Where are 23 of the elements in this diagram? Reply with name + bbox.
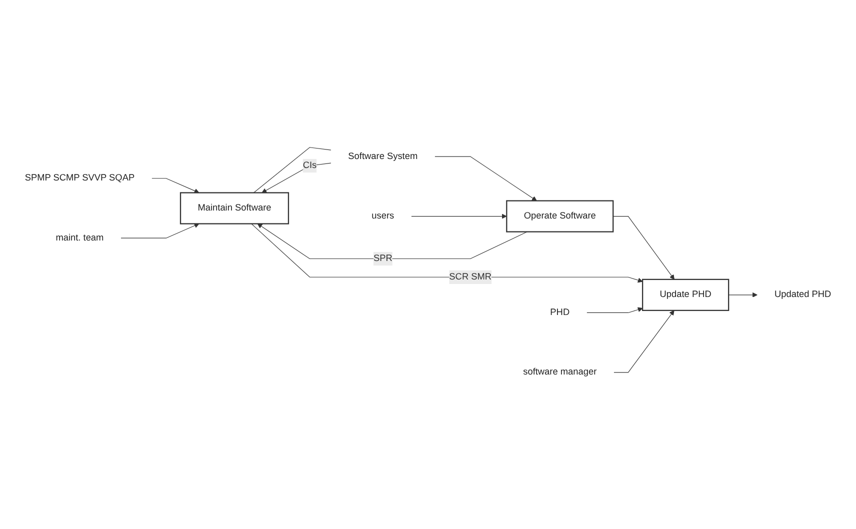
arrow — [612, 216, 674, 280]
edge-label: SPR — [373, 254, 392, 264]
node-text: PHD — [550, 308, 570, 318]
node-text: SPMP SCMP SVVP SQAP — [24, 173, 135, 183]
node-box: Operate Software — [506, 200, 614, 232]
edge-label: SCR SMR — [449, 272, 492, 282]
arrow — [614, 310, 674, 373]
node-text: users — [372, 211, 394, 221]
node-text: Software System — [348, 151, 418, 162]
node-text: maint. team — [56, 232, 104, 243]
arrow — [152, 178, 200, 194]
node-box: Maintain Software — [180, 192, 290, 224]
arrow — [411, 214, 507, 219]
node-text: Updated PHD — [774, 290, 832, 300]
node-box: Update PHD — [642, 278, 730, 311]
arrow — [434, 156, 537, 201]
arrow — [251, 223, 643, 283]
arrow — [257, 224, 528, 260]
node-text: software manager — [523, 367, 597, 378]
arrow — [728, 292, 758, 298]
arrow — [586, 307, 643, 314]
arrow — [120, 223, 200, 238]
edge-label: CIs — [302, 160, 317, 170]
